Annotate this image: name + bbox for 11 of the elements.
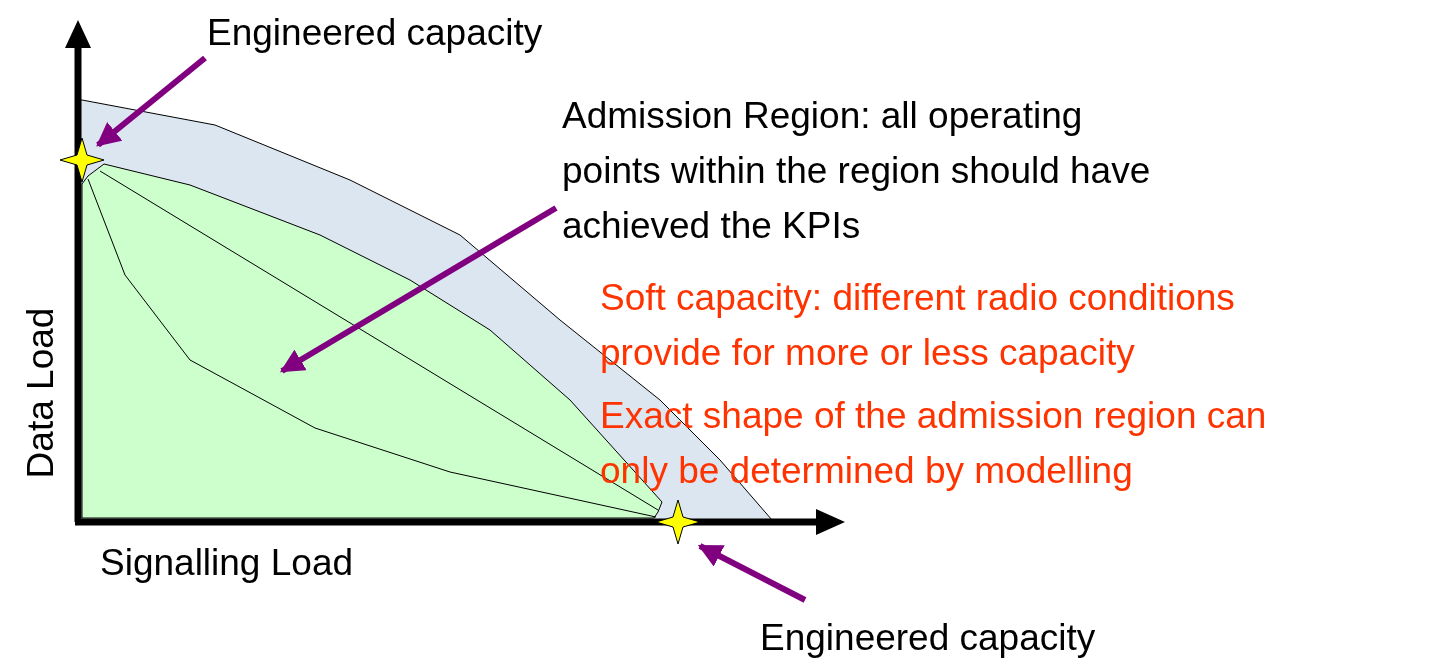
note-text: Soft capacity: different radio conditions provide for more or less capacity <box>600 276 1236 375</box>
star-marker <box>59 137 105 183</box>
callout-label: Engineered capacity <box>207 5 543 60</box>
star-marker <box>655 499 701 545</box>
callout-text: Admission Region: all operating points within the region should have achieved the KPIs <box>562 88 1182 253</box>
axis-label: Data Load <box>18 307 62 479</box>
callout-label: Engineered capacity <box>760 610 1096 664</box>
leader-arrow <box>697 543 807 603</box>
leader-arrow <box>279 205 558 374</box>
leader-arrow <box>96 55 207 148</box>
axis-label: Signalling Load <box>100 541 354 585</box>
